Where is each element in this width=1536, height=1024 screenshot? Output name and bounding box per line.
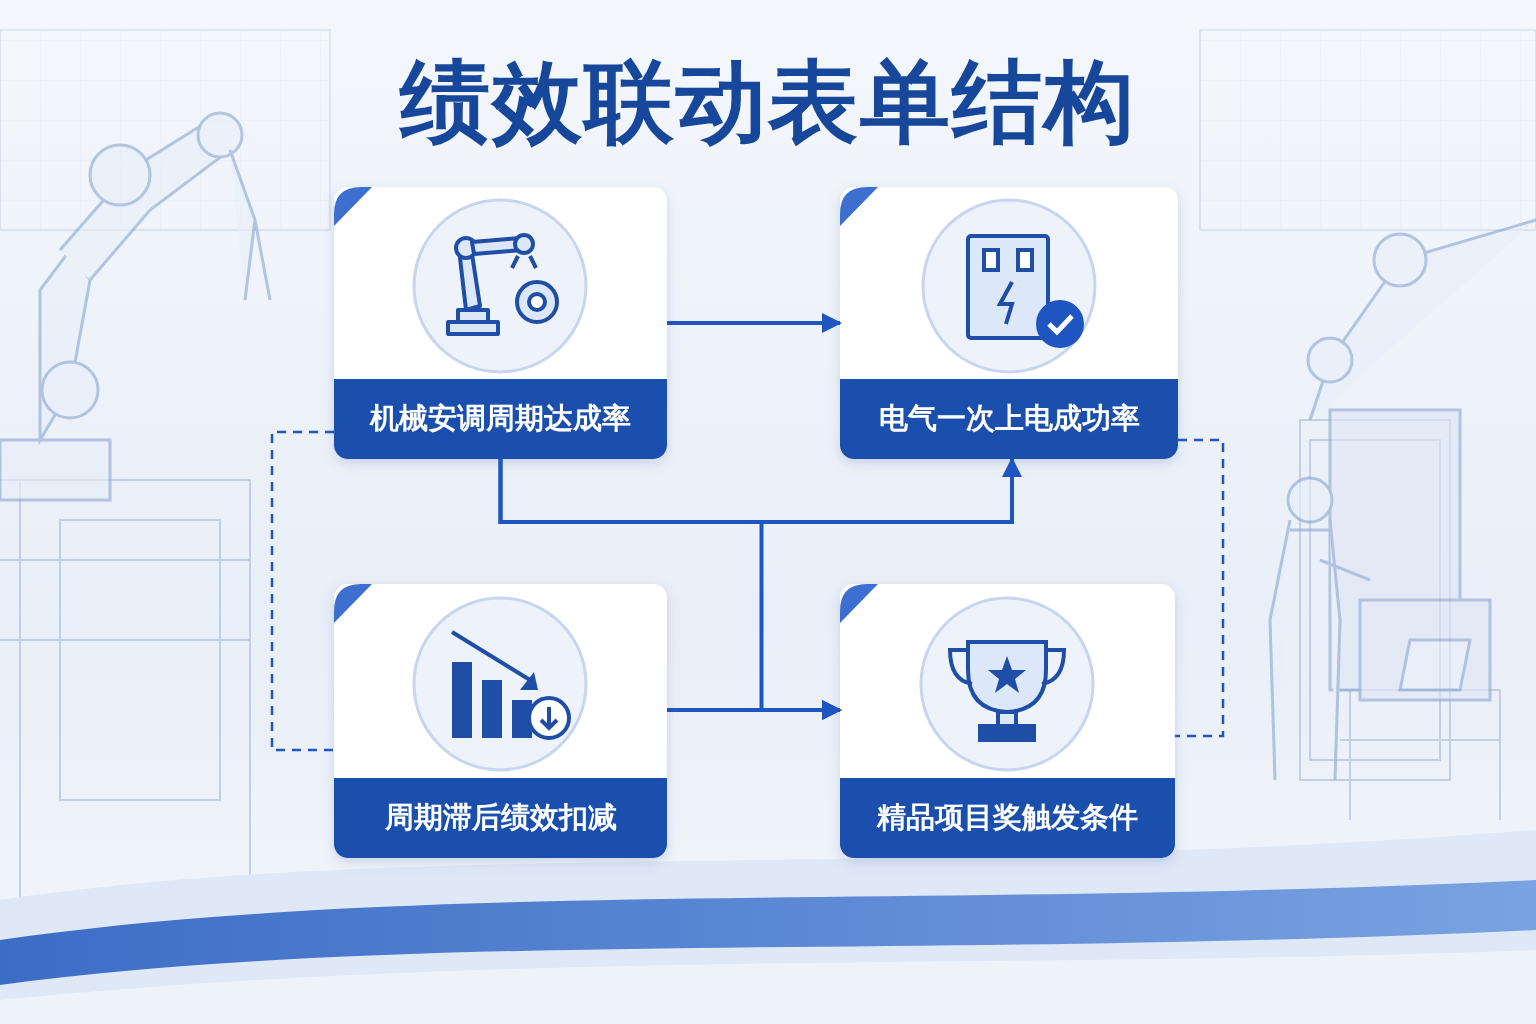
dashed-link (1175, 440, 1223, 736)
metric-card: 周期滞后绩效扣减 (334, 584, 667, 858)
dashed-link (272, 432, 334, 750)
card-label: 周期滞后绩效扣减 (334, 778, 667, 858)
flow-arrow (667, 321, 840, 325)
flow-arrow (501, 459, 841, 710)
metric-card: 电气一次上电成功率 (840, 187, 1178, 459)
flow-arrow (501, 459, 1013, 522)
diagram-title: 绩效联动表单结构 (0, 42, 1536, 164)
flow-arrow (667, 708, 840, 712)
metric-card: 精品项目奖触发条件 (840, 584, 1175, 858)
card-label: 精品项目奖触发条件 (840, 778, 1175, 858)
card-label: 电气一次上电成功率 (840, 379, 1178, 459)
card-label: 机械安调周期达成率 (334, 379, 667, 459)
metric-card: 机械安调周期达成率 (334, 187, 667, 459)
